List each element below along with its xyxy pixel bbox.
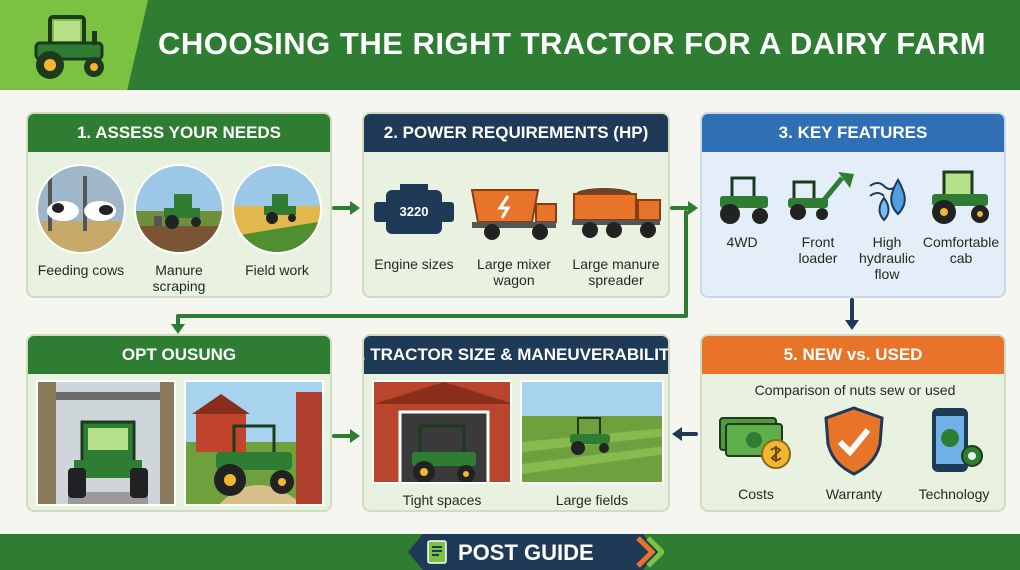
hydraulic-drop-icon — [869, 177, 906, 222]
item-caption: Feeding cows — [37, 262, 125, 278]
item-caption: Large mixer wagon — [477, 256, 551, 288]
farmyard-tractor-image — [184, 380, 324, 506]
manure-scraping-image — [134, 164, 224, 254]
phone-gear-icon — [932, 408, 983, 472]
item-caption: Technology — [918, 486, 990, 502]
tight-spaces-image — [372, 380, 512, 484]
footer-label[interactable]: POST GUIDE — [458, 540, 594, 565]
front-loader-icon — [788, 172, 854, 220]
field-work-image — [232, 164, 322, 254]
barn-tractor-image — [36, 380, 176, 506]
large-fields-image — [520, 380, 664, 484]
item-caption: Field work — [245, 262, 309, 278]
item-caption: Large manure spreader — [572, 256, 660, 288]
footer-bar: POST GUIDE — [0, 534, 1020, 570]
panel-title: 3. KEY FEATURES — [702, 114, 1004, 152]
page-title: CHOOSING THE RIGHT TRACTOR FOR A DAIRY F… — [158, 26, 987, 61]
panel-assess-needs: 1. ASSESS YOUR NEEDS Fee — [26, 112, 332, 298]
panel-power-requirements: 2. POWER REQUIREMENTS (HP) 3220 Engine s… — [362, 112, 670, 298]
warranty-shield-icon — [824, 406, 884, 476]
item-caption: Costs — [738, 486, 774, 502]
mixer-wagon-icon — [470, 189, 557, 240]
panel-opt-ousung: OPT OUSUNG — [26, 334, 332, 512]
panel-title: 5. NEW vs. USED — [702, 336, 1004, 374]
money-icon — [719, 417, 791, 469]
footer-badge[interactable] — [408, 534, 658, 570]
engine-number: 3220 — [399, 204, 429, 219]
panel-title: 1. ASSESS YOUR NEEDS — [28, 114, 330, 152]
item-caption: Manure scraping — [152, 262, 206, 294]
header-logo-area — [0, 0, 148, 90]
item-caption: Front loader — [798, 234, 838, 266]
item-caption: Tight spaces — [402, 492, 482, 508]
document-icon — [427, 540, 447, 564]
panel-title: OPT OUSUNG — [28, 336, 330, 374]
feeding-cows-image — [36, 164, 126, 254]
cab-tractor-icon — [932, 170, 989, 224]
item-caption: Warranty — [825, 486, 883, 502]
panel-title: 4. TRACTOR SIZE & MANEUVERABILITY — [364, 336, 668, 374]
header-banner: CHOOSING THE RIGHT TRACTOR FOR A DAIRY F… — [0, 0, 1020, 90]
item-caption: 4WD — [726, 234, 758, 250]
panel-new-vs-used: 5. NEW vs. USED Comparison of nuts sew o… — [700, 334, 1006, 512]
tractor-icon — [34, 15, 104, 79]
item-caption: Large fields — [555, 492, 629, 508]
panel-subtitle: Comparison of nuts sew or used — [754, 382, 956, 398]
chevron-right-icon — [636, 536, 664, 568]
panel-title: 2. POWER REQUIREMENTS (HP) — [364, 114, 668, 152]
item-caption: Engine sizes — [374, 256, 454, 272]
item-caption: Comfortable cab — [922, 234, 1000, 266]
item-caption: High hydraulic flow — [858, 234, 916, 282]
panel-tractor-size: 4. TRACTOR SIZE & MANEUVERABILITY Tight … — [362, 334, 670, 512]
tractor-icon — [720, 176, 768, 224]
panel-key-features: 3. KEY FEATURES 4WD Front loader High hy… — [700, 112, 1006, 298]
manure-spreader-icon — [572, 188, 661, 238]
